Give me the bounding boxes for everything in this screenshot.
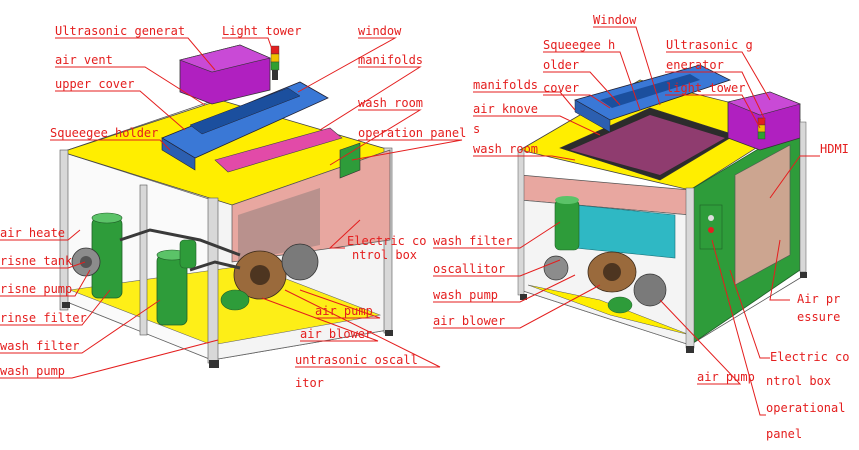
right-machine [517, 64, 807, 353]
label-ultrasonic-generator: Ultrasonic generat [55, 24, 186, 38]
label-window: window [358, 24, 402, 38]
label-r-ultrasonic-generator-2: enerator [666, 58, 724, 72]
label-wash-filter: wash filter [0, 339, 80, 353]
label-squeegee-holder: Squeegee holder [50, 126, 159, 140]
label-r-operational-panel-2: panel [766, 427, 803, 441]
label-r-air-knives-2: s [473, 122, 481, 136]
label-r-wash-pump: wash pump [433, 288, 499, 302]
label-rinse-pump: risne pump [0, 282, 73, 296]
label-air-pump: air pump [315, 304, 373, 318]
label-operation-panel: operation panel [358, 126, 467, 140]
left-leader-lines [0, 37, 463, 379]
label-manifolds: manifolds [358, 53, 424, 67]
label-r-electric-control-box-1: Electric co [770, 350, 850, 364]
label-wash-pump: wash pump [0, 364, 66, 378]
label-r-cover: cover [543, 81, 580, 95]
label-rinse-tank: risne tank [0, 254, 73, 268]
label-air-heater: air heate [0, 226, 66, 240]
label-wash-room: wash room [358, 96, 424, 110]
label-r-oscillator: oscallitor [433, 262, 506, 276]
label-r-air-blower: air blower [433, 314, 506, 328]
label-r-air-pressure-2: essure [797, 310, 841, 324]
label-r-squeegee-holder-1: Squeegee h [543, 38, 616, 52]
label-r-air-pressure-1: Air pr [797, 292, 841, 306]
label-ultrasonic-oscillator-2: itor [295, 376, 324, 390]
label-r-squeegee-holder-2: older [543, 58, 580, 72]
label-upper-cover: upper cover [55, 77, 135, 91]
label-air-vent: air vent [55, 53, 113, 67]
right-leader-lines [433, 26, 820, 416]
label-electric-control-box-2: ntrol box [352, 248, 418, 262]
label-r-electric-control-box-2: ntrol box [766, 374, 832, 388]
label-r-air-knives-1: air knove [473, 102, 539, 116]
left-machine [59, 44, 393, 368]
label-r-operational-panel-1: operational [766, 401, 846, 415]
label-rinse-filter: rinse filter [0, 311, 87, 325]
label-light-tower: Light tower [222, 24, 302, 38]
label-r-hdmi: HDMI [820, 142, 849, 156]
label-r-ultrasonic-generator-1: Ultrasonic g [666, 38, 753, 52]
label-electric-control-box-1: Electric co [347, 234, 427, 248]
label-r-light-tower: light tower [666, 81, 746, 95]
label-r-wash-room: wash room [473, 142, 539, 156]
label-r-wash-filter: wash filter [433, 234, 513, 248]
label-ultrasonic-oscillator-1: untrasonic oscall [295, 353, 418, 367]
label-r-manifolds: manifolds [473, 78, 539, 92]
label-r-window: Window [593, 13, 637, 27]
label-air-blower: air blower [300, 327, 373, 341]
label-r-air-pump: air pump [697, 370, 755, 384]
